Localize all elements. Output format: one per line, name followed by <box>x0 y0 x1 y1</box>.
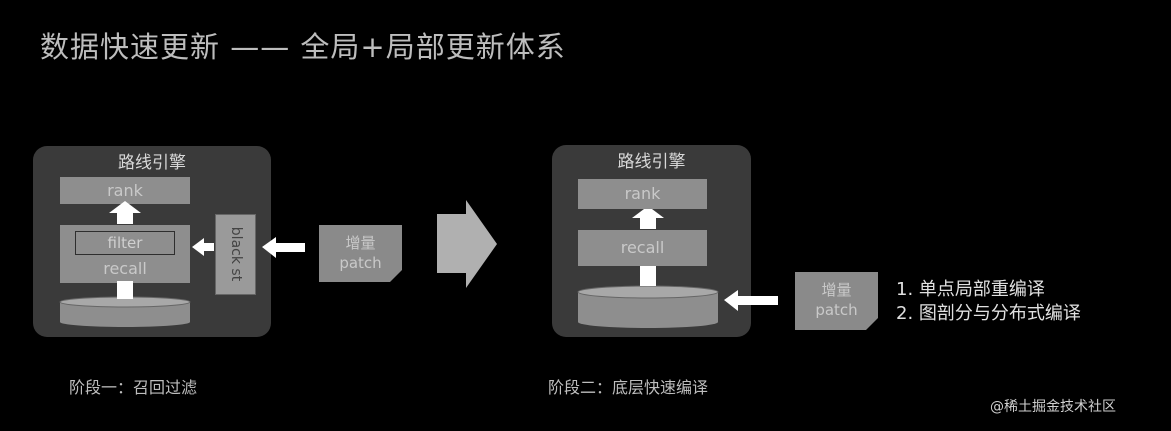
stage2-caption: 阶段二：底层快速编译 <box>548 378 709 397</box>
stage1-filter-box: filter <box>75 231 175 255</box>
stage1-arrow-left-blacklist <box>192 238 214 256</box>
stage1-panel-title: 路线引擎 <box>118 153 186 173</box>
stage2-rank-box: rank <box>578 179 707 209</box>
stage1-database <box>59 296 191 327</box>
stage2-compile-list: 1. 单点局部重编译 2. 图剖分与分布式编译 <box>896 278 1081 326</box>
stage1-patch-line1: 增量 <box>345 234 376 252</box>
stage-transition-arrow <box>437 200 497 288</box>
stage1-arrow-db-stem <box>117 283 133 299</box>
stage2-list-item-2: 2. 图剖分与分布式编译 <box>896 303 1081 324</box>
stage1-patch-fold <box>390 270 402 282</box>
stage1-rank-box: rank <box>60 177 190 204</box>
stage1-arrow-up-rank <box>109 201 141 224</box>
stage2-list-item-1: 1. 单点局部重编译 <box>896 279 1045 300</box>
stage2-recall-box: recall <box>578 230 707 266</box>
stage2-patch-line2: patch <box>815 301 858 319</box>
stage2-patch-line1: 增量 <box>821 281 852 299</box>
stage1-recall-label: recall <box>103 259 147 278</box>
stage2-panel-title: 路线引擎 <box>617 152 686 172</box>
stage1-patch-note: 增量 patch <box>319 225 402 282</box>
stage1-blacklist-box: black st <box>215 214 256 295</box>
stage2-patch-fold <box>866 318 878 330</box>
stage2-arrow-db-stem <box>640 266 656 286</box>
page-title: 数据快速更新 —— 全局+局部更新体系 <box>40 30 566 64</box>
stage1-caption: 阶段一：召回过滤 <box>69 378 198 397</box>
stage1-arrow-left-patch <box>262 237 305 258</box>
watermark: @稀土掘金技术社区 <box>990 399 1116 415</box>
stage2-arrow-left-patch <box>724 290 778 311</box>
stage2-patch-note: 增量 patch <box>795 272 878 330</box>
stage2-database <box>577 285 719 328</box>
stage2-arrow-up-rank <box>632 206 664 229</box>
stage1-patch-line2: patch <box>339 254 382 272</box>
